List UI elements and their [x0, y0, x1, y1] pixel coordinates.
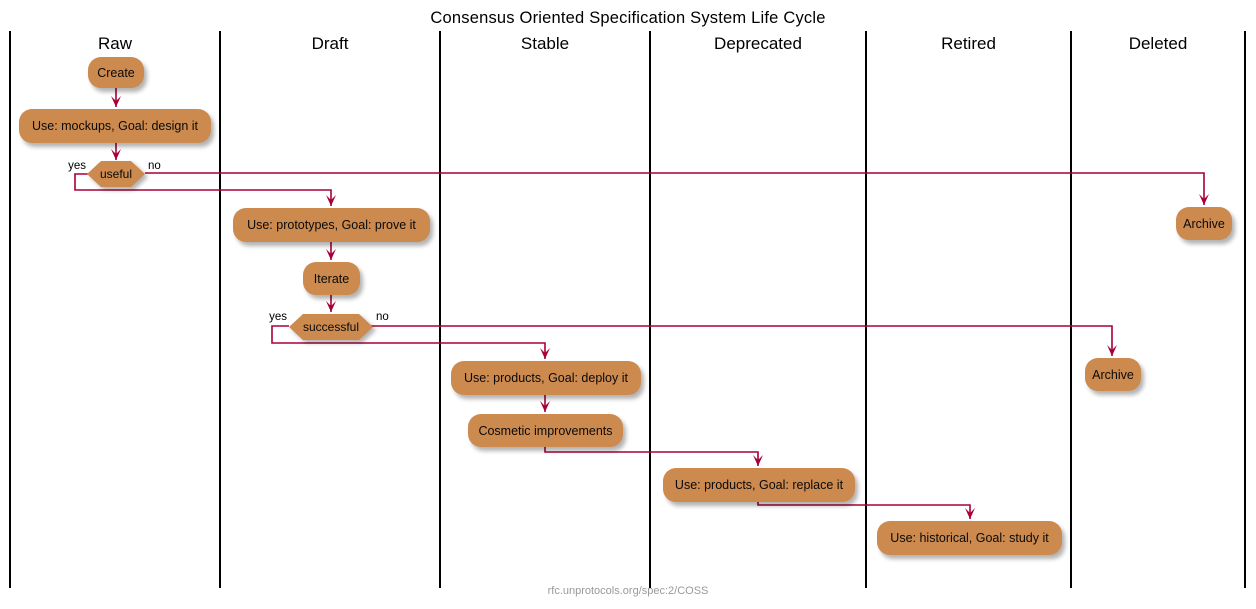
arrowhead-icon — [326, 301, 336, 312]
arrowhead-icon — [111, 149, 121, 160]
node-archive-top: Archive — [1176, 207, 1232, 240]
decision-successful: successful — [289, 314, 373, 340]
lane-divider — [439, 31, 441, 588]
lane-divider — [9, 31, 11, 588]
node-iterate: Iterate — [303, 262, 360, 295]
lane-header-retired: Retired — [941, 34, 996, 53]
node-prototypes: Use: prototypes, Goal: prove it — [233, 208, 430, 242]
diagram-footer: rfc.unprotocols.org/spec:2/COSS — [547, 585, 709, 597]
edge-replace-historical — [757, 501, 971, 519]
arrowhead-icon — [326, 249, 336, 260]
arrowhead-icon — [540, 348, 550, 359]
arrowhead-icon — [326, 195, 336, 206]
lane-header-stable: Stable — [520, 34, 570, 53]
lane-divider — [865, 31, 867, 588]
arrowhead-icon — [1199, 194, 1209, 205]
arrowhead-icon — [111, 96, 121, 107]
arrowhead-icon — [753, 455, 763, 466]
node-deploy: Use: products, Goal: deploy it — [451, 361, 641, 395]
edge-useful-no — [145, 172, 1205, 205]
node-create: Create — [88, 57, 144, 88]
edge-successful-no — [371, 325, 1113, 356]
lane-header-deprecated: Deprecated — [714, 34, 802, 53]
arrowhead-icon — [965, 508, 975, 519]
lane-header-draft: Draft — [311, 34, 349, 53]
lane-divider — [1244, 31, 1246, 588]
lane-divider — [219, 31, 221, 588]
branch-successful-yes: yes — [269, 311, 287, 323]
lane-divider — [1070, 31, 1072, 588]
arrowhead-icon — [540, 401, 550, 412]
arrowhead-icon — [1107, 345, 1117, 356]
lane-header-raw: Raw — [97, 34, 132, 53]
node-mockups: Use: mockups, Goal: design it — [19, 109, 211, 143]
branch-useful-no: no — [148, 160, 161, 172]
edge-cosmetic-replace — [544, 447, 759, 466]
decision-useful-label: useful — [87, 161, 145, 187]
diagram-title: Consensus Oriented Specification System … — [430, 9, 826, 27]
node-historical: Use: historical, Goal: study it — [877, 521, 1062, 555]
branch-successful-no: no — [376, 311, 389, 323]
node-replace: Use: products, Goal: replace it — [663, 468, 855, 502]
decision-successful-label: successful — [289, 314, 373, 340]
decision-useful: useful — [87, 161, 145, 187]
node-archive-low: Archive — [1085, 358, 1141, 391]
lane-header-deleted: Deleted — [1128, 34, 1188, 53]
branch-useful-yes: yes — [68, 160, 86, 172]
node-cosmetic: Cosmetic improvements — [468, 414, 623, 447]
lane-divider — [649, 31, 651, 588]
